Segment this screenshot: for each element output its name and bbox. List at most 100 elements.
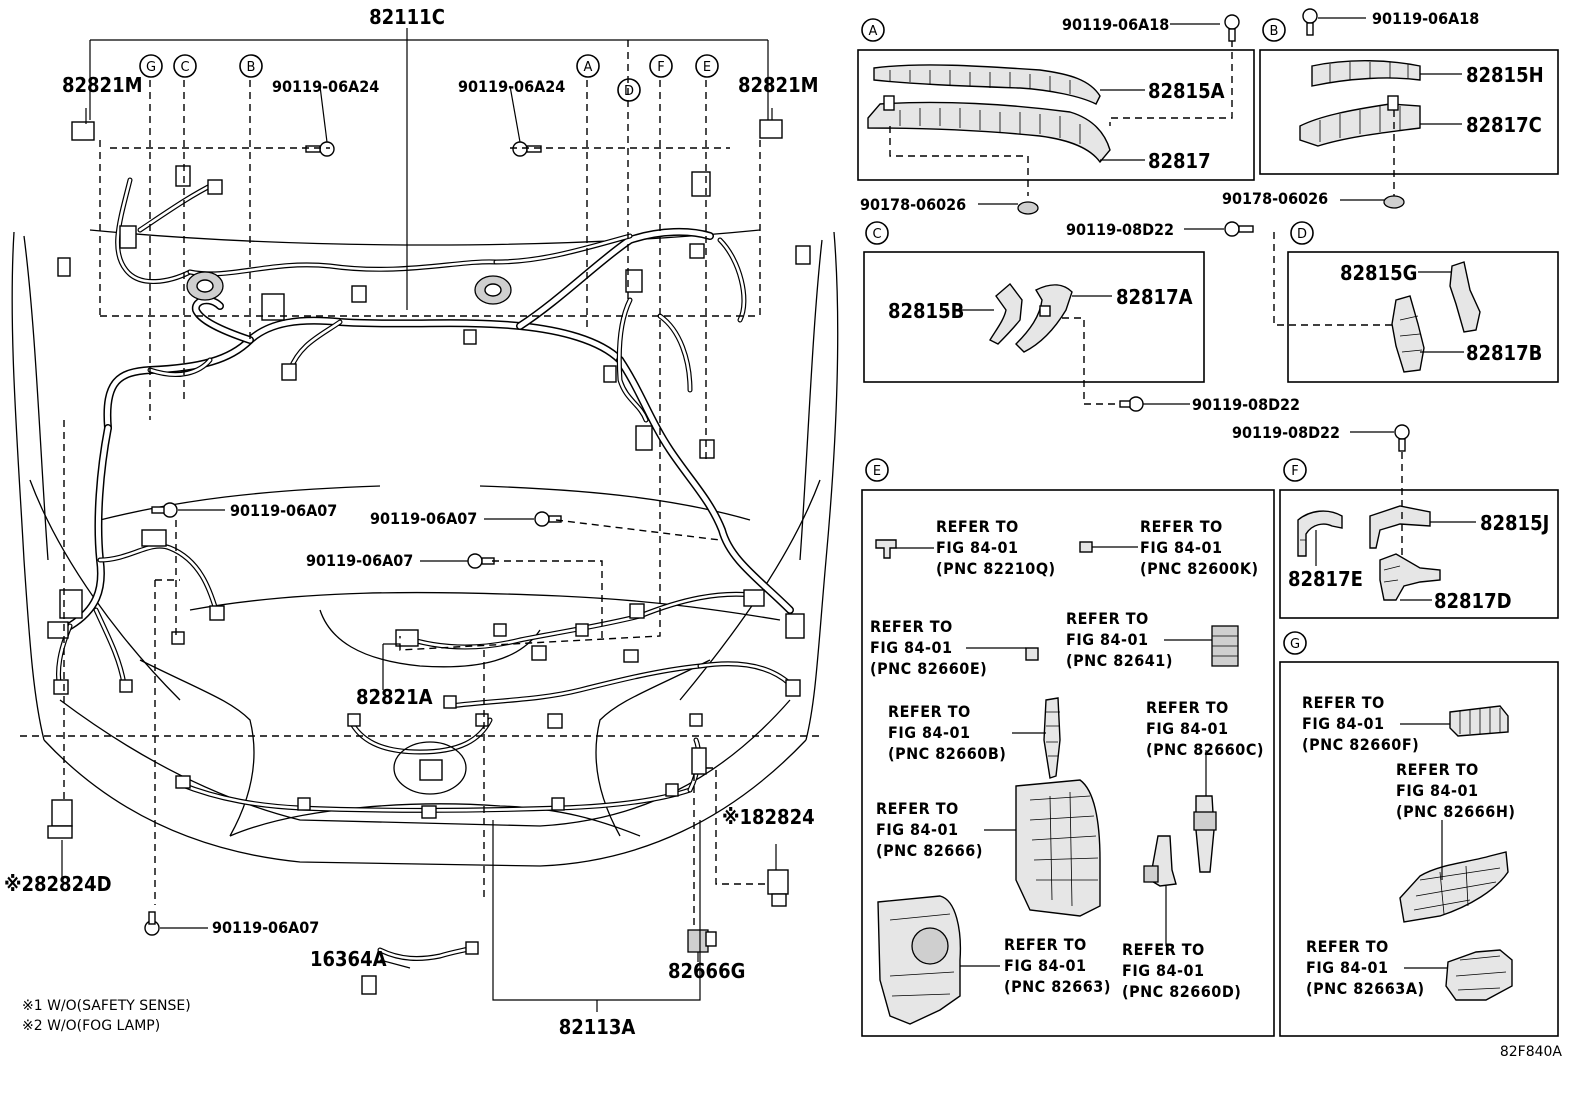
label-bolt-top-center: 90119-06A24 xyxy=(458,77,565,96)
detail-a-part2: 82817 xyxy=(1148,149,1211,173)
detail-f: F 90119-08D22 82815J 82817E 82817D xyxy=(1232,423,1559,619)
detail-b-part2: 82817C xyxy=(1466,113,1542,137)
detail-c-part2: 82817A xyxy=(1116,285,1193,309)
callout-c: C xyxy=(180,60,189,75)
e-ref4-l2: FIG 84-01 xyxy=(1066,630,1149,649)
callout-g: G xyxy=(146,60,156,75)
detail-b-clip: 90178-06026 xyxy=(1222,189,1328,208)
detail-c-part1: 82815B xyxy=(888,299,964,323)
g-ref1-l2: FIG 84-01 xyxy=(1302,714,1385,733)
e-ref3-l1: REFER TO xyxy=(870,617,953,636)
label-bolt-mid-center-low: 90119-06A07 xyxy=(306,551,413,570)
detail-b-bolt: 90119-06A18 xyxy=(1372,9,1479,28)
callout-d: D xyxy=(624,84,634,99)
reference-lines-main xyxy=(20,28,820,1012)
e-ref2-l2: FIG 84-01 xyxy=(1140,538,1223,557)
note-1: ※1 W/O(SAFETY SENSE) xyxy=(22,998,191,1014)
e-ref2-l1: REFER TO xyxy=(1140,517,1223,536)
e-ref9-l2: FIG 84-01 xyxy=(1122,961,1205,980)
label-16364A: 16364A xyxy=(310,947,387,971)
label-82111C: 82111C xyxy=(369,5,445,29)
wire-harness-82111C xyxy=(66,227,794,630)
detail-a-part1: 82815A xyxy=(1148,79,1225,103)
label-bolt-mid-left: 90119-06A07 xyxy=(230,501,337,520)
g-ref3-l3: (PNC 82663A) xyxy=(1306,979,1425,998)
detail-f-part2: 82817E xyxy=(1288,567,1363,591)
e-ref9-l3: (PNC 82660D) xyxy=(1122,982,1241,1001)
e-ref7-l1: REFER TO xyxy=(876,799,959,818)
label-82113A: 82113A xyxy=(559,1015,636,1039)
detail-b-letter: B xyxy=(1270,24,1279,39)
label-bolt-top-left: 90119-06A24 xyxy=(272,77,379,96)
e-ref6-l3: (PNC 82660C) xyxy=(1146,740,1264,759)
label-282824D: ※282824D xyxy=(4,872,112,896)
e-ref7-l3: (PNC 82666) xyxy=(876,841,983,860)
g-ref1-l1: REFER TO xyxy=(1302,693,1385,712)
label-82666G: 82666G xyxy=(668,959,745,983)
detail-a-letter: A xyxy=(869,24,878,39)
g-ref2-l1: REFER TO xyxy=(1396,760,1479,779)
detail-c: C 90119-08D22 82815B 82817A 90119-08D22 xyxy=(863,220,1300,414)
e-ref8-l3: (PNC 82663) xyxy=(1004,977,1111,996)
drawing-code: 82F840A xyxy=(1500,1044,1563,1060)
callout-b: B xyxy=(247,60,256,75)
detail-d-letter: D xyxy=(1297,227,1307,242)
g-ref3-l1: REFER TO xyxy=(1306,937,1389,956)
main-bolts xyxy=(144,141,562,936)
detail-f-part3: 82817D xyxy=(1434,589,1512,613)
detail-f-bolt: 90119-08D22 xyxy=(1232,423,1340,442)
detail-a: A 90119-06A18 82815A 82817 90178-06026 xyxy=(857,14,1255,215)
label-82821M-left: 82821M xyxy=(62,73,143,97)
e-ref1-l2: FIG 84-01 xyxy=(936,538,1019,557)
e-ref8-l1: REFER TO xyxy=(1004,935,1087,954)
detail-e: E REFER TO FIG 84-01 (PNC 82210Q) R xyxy=(861,458,1275,1037)
e-ref7-l2: FIG 84-01 xyxy=(876,820,959,839)
label-82821A: 82821A xyxy=(356,685,433,709)
e-ref4-l1: REFER TO xyxy=(1066,609,1149,628)
grommets xyxy=(186,271,512,795)
detail-a-clip: 90178-06026 xyxy=(860,195,966,214)
g-ref3-l2: FIG 84-01 xyxy=(1306,958,1389,977)
e-ref5-l2: FIG 84-01 xyxy=(888,723,971,742)
main-labels: 82111C 82821M 82821M 90119-06A24 90119-0… xyxy=(4,5,819,1039)
detail-a-bolt: 90119-06A18 xyxy=(1062,15,1169,34)
callouts-main: G C B A D F E xyxy=(139,54,719,102)
detail-g: G REFER TO FIG 84-01 (PNC 82660F) REFER … xyxy=(1279,631,1559,1037)
g-ref2-l2: FIG 84-01 xyxy=(1396,781,1479,800)
detail-f-part1: 82815J xyxy=(1480,511,1549,535)
note-2: ※2 W/O(FOG LAMP) xyxy=(22,1018,160,1034)
detail-d-part1: 82815G xyxy=(1340,261,1417,285)
e-ref5-l1: REFER TO xyxy=(888,702,971,721)
label-bolt-bottom-left: 90119-06A07 xyxy=(212,918,319,937)
connectors xyxy=(47,119,811,995)
e-ref8-l2: FIG 84-01 xyxy=(1004,956,1087,975)
detail-c-bolt-top: 90119-08D22 xyxy=(1066,220,1174,239)
callout-f: F xyxy=(657,60,664,75)
detail-c-bolt-bottom: 90119-08D22 xyxy=(1192,395,1300,414)
e-ref1-l3: (PNC 82210Q) xyxy=(936,559,1056,578)
label-182824: ※182824 xyxy=(722,805,815,829)
e-ref3-l3: (PNC 82660E) xyxy=(870,659,987,678)
g-ref2-l3: (PNC 82666H) xyxy=(1396,802,1515,821)
callout-a: A xyxy=(584,60,593,75)
e-ref9-l1: REFER TO xyxy=(1122,940,1205,959)
detail-g-letter: G xyxy=(1290,637,1300,652)
detail-d: D 82815G 82817B xyxy=(1273,221,1559,383)
g-ref1-l3: (PNC 82660F) xyxy=(1302,735,1419,754)
e-ref2-l3: (PNC 82600K) xyxy=(1140,559,1259,578)
e-ref6-l1: REFER TO xyxy=(1146,698,1229,717)
callout-e: E xyxy=(703,60,711,75)
e-ref1-l1: REFER TO xyxy=(936,517,1019,536)
e-ref5-l3: (PNC 82660B) xyxy=(888,744,1006,763)
e-ref3-l2: FIG 84-01 xyxy=(870,638,953,657)
branch-wires xyxy=(55,177,793,961)
e-ref4-l3: (PNC 82641) xyxy=(1066,651,1173,670)
detail-e-letter: E xyxy=(873,464,881,479)
detail-f-letter: F xyxy=(1291,464,1298,479)
label-bolt-mid-center: 90119-06A07 xyxy=(370,509,477,528)
e-ref6-l2: FIG 84-01 xyxy=(1146,719,1229,738)
detail-b-part1: 82815H xyxy=(1466,63,1544,87)
detail-d-part2: 82817B xyxy=(1466,341,1542,365)
detail-b: B 90119-06A18 82815H 82817C 90178-06026 xyxy=(1222,8,1559,209)
